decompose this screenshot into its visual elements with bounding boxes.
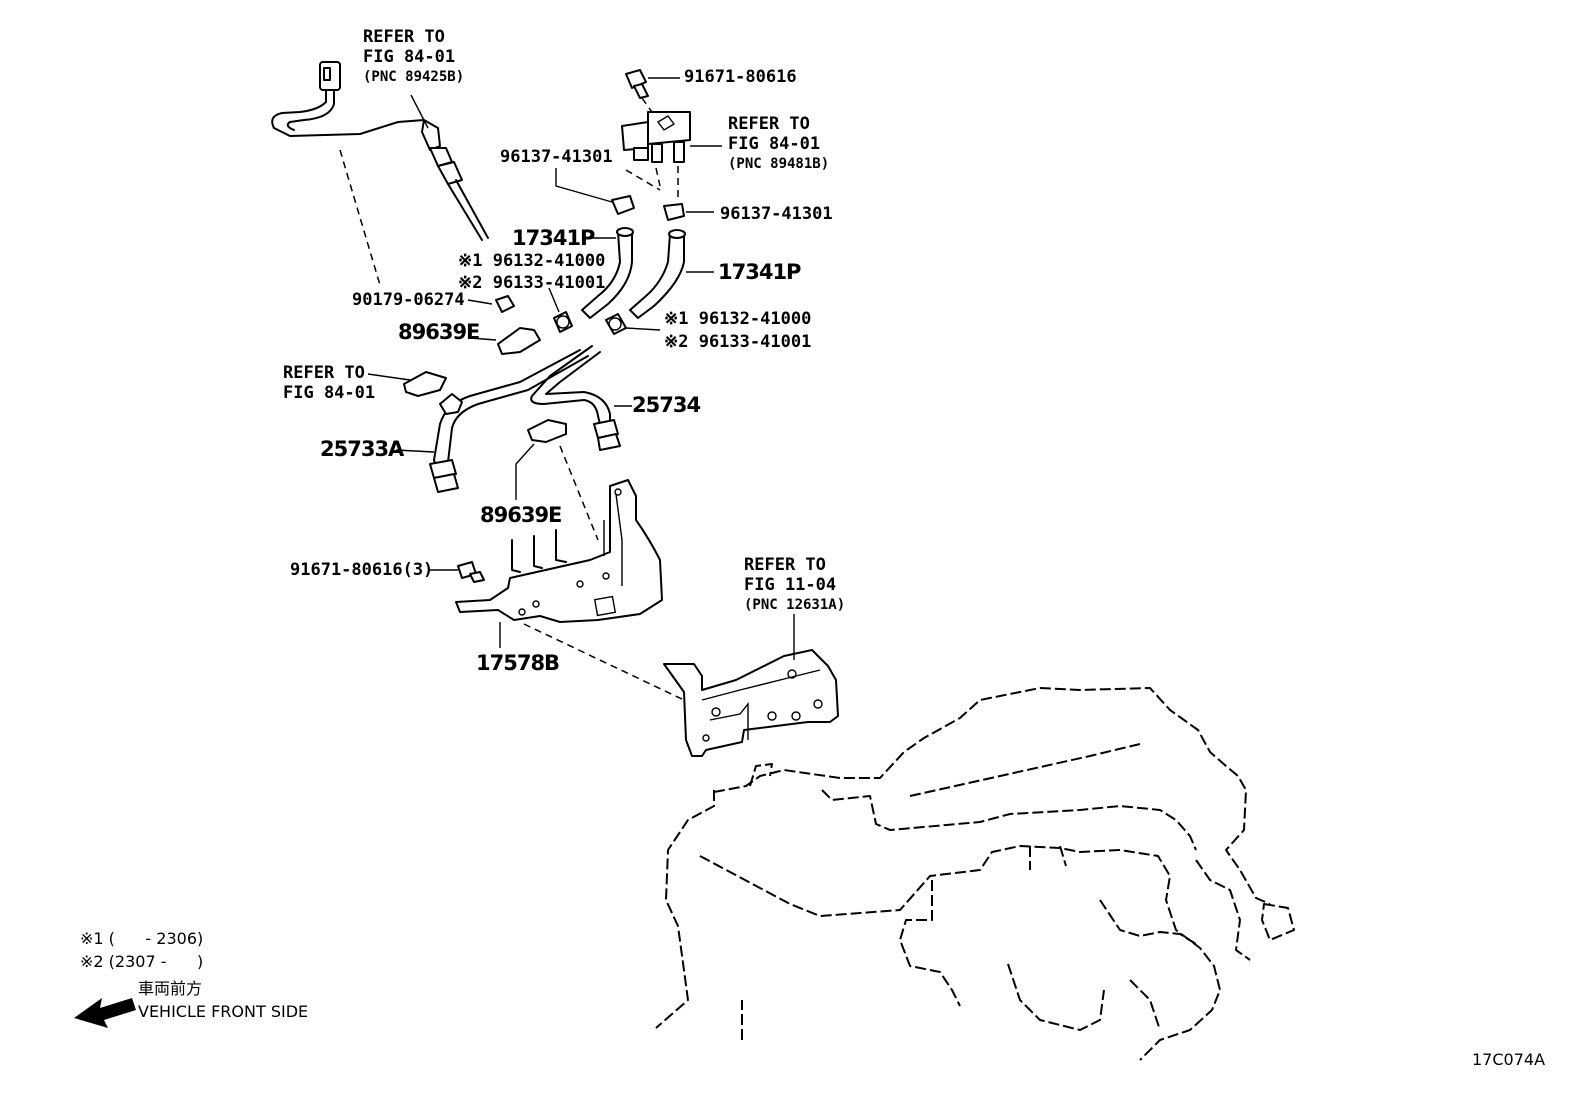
bracket-small-part: [367, 371, 447, 397]
clip-left-label: 96137-41301: [500, 147, 613, 167]
bolt-bracket-label: 91671-80616(3): [290, 560, 434, 580]
clamp-left-2-label: ※2 96133-41001: [458, 273, 606, 293]
clamp-left-part: [548, 287, 573, 333]
bracket-bolt-icon: [430, 561, 485, 583]
vsv-part: [621, 111, 722, 198]
vsv-refer-label: REFER TO FIG 84-01 (PNC 89481B): [728, 114, 830, 172]
clip-right-part: [663, 203, 714, 221]
hose-right-label: 17341P: [718, 260, 801, 284]
clamp-right-part: [605, 313, 661, 335]
note-1: ※1 ( - 2306): [80, 929, 204, 948]
clamp-right-1-label: ※1 96132-41000: [664, 309, 812, 329]
hose-left-part: [581, 227, 634, 319]
note-2: ※2 (2307 - ): [80, 952, 204, 971]
figure-id: 17C074A: [1472, 1050, 1546, 1069]
clamp-lower-label: 89639E: [480, 503, 562, 527]
pipe-clamp-lower-part: [515, 419, 599, 541]
bolt-icon: [625, 69, 680, 113]
clip-right-label: 96137-41301: [720, 204, 833, 224]
hose-right-part: [629, 229, 714, 319]
bolt-top-label: 91671-80616: [684, 67, 797, 87]
nut-label: 90179-06274: [352, 290, 465, 310]
arrow-left-icon: [74, 998, 136, 1028]
engine-outline: [655, 687, 1295, 1061]
pipe-b-label: 25734: [632, 393, 701, 417]
sensor-refer-label: REFER TO FIG 84-01 (PNC 89425B): [363, 27, 465, 85]
exhaust-sensor-part: [271, 61, 489, 286]
bracket-label: 17578B: [476, 651, 560, 675]
pipe-clamp-upper-part: [469, 327, 541, 355]
hose-left-label: 17341P: [512, 226, 595, 250]
front-jp-label: 車両前方: [138, 979, 203, 998]
clip-left-part: [555, 168, 635, 215]
bracket-17578b-part: [455, 479, 663, 648]
front-en-label: VEHICLE FRONT SIDE: [138, 1002, 309, 1021]
pipe-a-label: 25733A: [320, 437, 404, 461]
pipe-25734-part: [530, 345, 632, 451]
clamp-left-1-label: ※1 96132-41000: [458, 251, 606, 271]
clamp-upper-label: 89639E: [398, 320, 480, 344]
nut-part: [467, 295, 515, 313]
pipe-25733a-part: [395, 349, 589, 493]
bracket-refer-label: REFER TO FIG 84-01: [283, 363, 376, 403]
engine-bracket-part: [663, 614, 839, 757]
engine-refer-label: REFER TO FIG 11-04 (PNC 12631A): [744, 555, 846, 613]
clamp-right-2-label: ※2 96133-41001: [664, 332, 812, 352]
